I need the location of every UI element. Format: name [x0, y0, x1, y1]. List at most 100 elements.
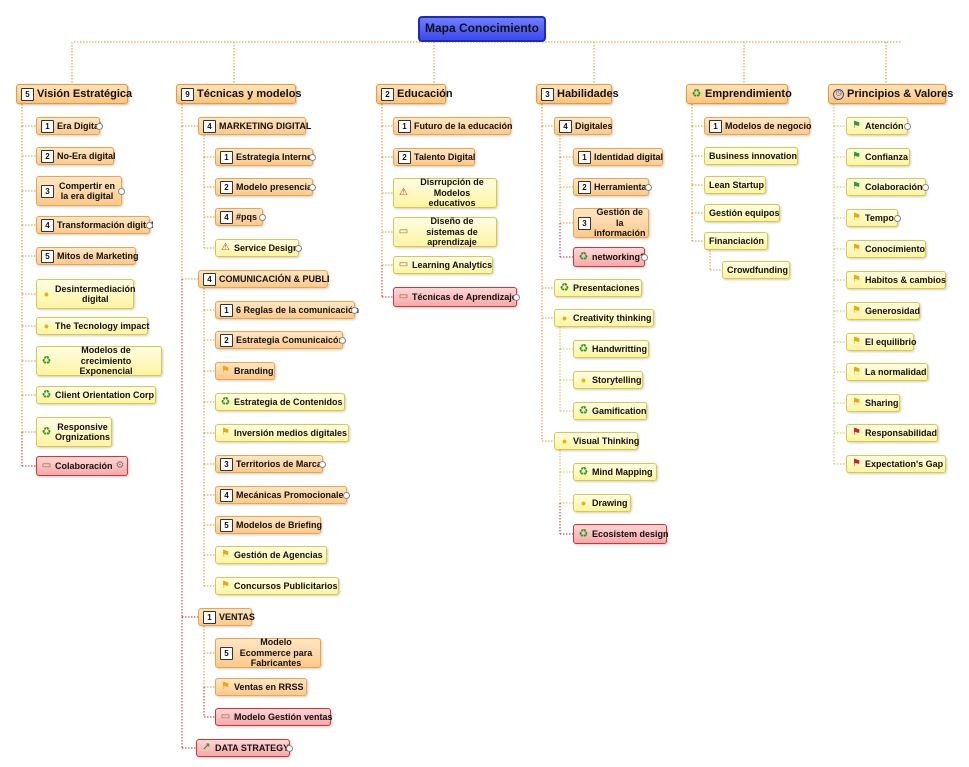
node-client-orientation-corp[interactable]: ♻Client Orientation Corp: [36, 386, 156, 404]
expand-toggle[interactable]: [922, 184, 929, 191]
node-concursos-publicitarios[interactable]: ⚑Concursos Publicitarios: [215, 577, 339, 595]
node-el-equilibrio[interactable]: ⚑El equilibrio: [846, 333, 917, 351]
node-colaboracion[interactable]: ⚑Colaboración: [846, 178, 929, 196]
node-responsive-orgnizations[interactable]: ♻Responsive Orgnizations: [36, 417, 112, 447]
node-drawing[interactable]: •Drawing: [573, 494, 631, 512]
node-ventas-en-rrss-label: Ventas en RRSS: [234, 681, 304, 692]
expand-toggle[interactable]: [319, 461, 326, 468]
node-la-normalidad[interactable]: ⚑La normalidad: [846, 363, 928, 381]
node-generosidad[interactable]: ⚑Generosidad: [846, 302, 920, 320]
expand-toggle[interactable]: [146, 222, 153, 229]
node-gestion-equipos[interactable]: Gestión equipos: [704, 204, 780, 222]
expand-toggle[interactable]: [351, 307, 358, 314]
node-service-design-label: Service Design: [234, 242, 299, 253]
expand-toggle[interactable]: [339, 337, 346, 344]
node-sharing-label: Sharing: [865, 397, 899, 408]
node-diseno-de-sistemas-de-aprendizaje[interactable]: ▭Diseño de sistemas de aprendizaje: [393, 216, 497, 247]
category-principios-valores[interactable]: ◷Principios & Valores: [828, 84, 953, 104]
node-disrrupcion-de-modelos-educativos[interactable]: ⚠Disrrupción de Modelos educativos: [393, 177, 497, 208]
node-gestion-de-agencias[interactable]: ⚑Gestión de Agencias: [215, 546, 327, 564]
expand-toggle[interactable]: [295, 245, 302, 252]
node-pqs[interactable]: 4#pqs: [215, 208, 266, 226]
node-sharing[interactable]: ⚑Sharing: [846, 394, 900, 412]
expand-toggle[interactable]: [309, 154, 316, 161]
node-ecosistem-design[interactable]: ♻Ecosistem design: [573, 524, 669, 544]
node-confianza[interactable]: ⚑Confianza: [846, 148, 910, 166]
expand-toggle[interactable]: [118, 188, 125, 195]
node-creativity-thinking[interactable]: •Creativity thinking: [554, 309, 654, 327]
node-storytelling[interactable]: •Storytelling: [573, 371, 643, 389]
node-learning-analytics[interactable]: ▭Learning Analytics: [393, 256, 493, 274]
node-financiacion[interactable]: Financiación: [704, 232, 768, 250]
expand-toggle[interactable]: [645, 184, 652, 191]
node-expectation-s-gap[interactable]: ⚑Expectation's Gap: [846, 455, 946, 473]
node-business-innovation[interactable]: Business innovation: [704, 147, 798, 165]
expand-toggle[interactable]: [259, 214, 266, 221]
node-handwritting[interactable]: ♻Handwritting: [573, 340, 649, 358]
node-desintermediacion-digital[interactable]: •Desintermediación digital: [36, 279, 136, 309]
node-ventas-en-rrss[interactable]: ⚑Ventas en RRSS: [215, 678, 307, 696]
node-networking[interactable]: ♻networking?: [573, 247, 648, 267]
node-modelo-gestion-ventas-label: Modelo Gestión ventas: [234, 711, 333, 722]
category-emprendimiento[interactable]: ♻Emprendimiento: [686, 84, 792, 104]
node-conocimiento[interactable]: ⚑Conocimiento: [846, 240, 926, 258]
node-gamification[interactable]: ♻Gamification: [573, 402, 647, 420]
node-crowdfunding[interactable]: Crowdfunding: [722, 261, 790, 279]
node-colaboracion[interactable]: ▭Colaboración⚙: [36, 456, 128, 476]
expand-toggle[interactable]: [286, 745, 293, 752]
expand-toggle[interactable]: [309, 184, 316, 191]
node-service-design[interactable]: ⚠Service Design: [215, 239, 302, 257]
node-inversion-medios-digitales[interactable]: ⚑Inversión medios digitales: [215, 424, 349, 442]
node-habitos-cambios[interactable]: ⚑Habitos & cambios: [846, 271, 946, 289]
node-estrategia-de-contenidos[interactable]: ♻Estrategia de Contenidos: [215, 393, 345, 411]
node-presentaciones[interactable]: ♻Presentaciones: [554, 279, 642, 297]
node-tecnicas-de-aprendizaje[interactable]: ▭Técnicas de Aprendizaje: [393, 287, 520, 307]
node-handwritting-label: Handwritting: [592, 343, 647, 354]
node-modelos-de-crecimiento-exponencial[interactable]: ♻Modelos de crecimiento Exponencial: [36, 345, 162, 376]
node-modelo-gestion-ventas[interactable]: ▭Modelo Gestión ventas: [215, 708, 333, 726]
expand-toggle[interactable]: [904, 123, 911, 130]
expand-toggle[interactable]: [894, 215, 901, 222]
node-tempo[interactable]: ⚑Tempo: [846, 209, 901, 227]
node-the-tecnology-impact[interactable]: •The Tecnology impact: [36, 317, 149, 335]
node-mind-mapping[interactable]: ♻Mind Mapping: [573, 463, 657, 481]
node-visual-thinking[interactable]: •Visual Thinking: [554, 432, 639, 450]
node-branding[interactable]: ⚑Branding: [215, 362, 275, 380]
node-atencion[interactable]: ⚑Atención: [846, 117, 911, 135]
node-lean-startup[interactable]: Lean Startup: [704, 176, 766, 194]
expand-toggle[interactable]: [96, 123, 103, 130]
node-data-strategy[interactable]: ↗DATA STRATEGY: [196, 739, 293, 757]
expand-toggle[interactable]: [513, 294, 520, 301]
node-responsabilidad[interactable]: ⚑Responsabilidad: [846, 424, 938, 442]
root-node[interactable]: Mapa Conocimiento: [418, 16, 546, 42]
expand-toggle[interactable]: [343, 492, 350, 499]
expand-toggle[interactable]: [641, 254, 648, 261]
